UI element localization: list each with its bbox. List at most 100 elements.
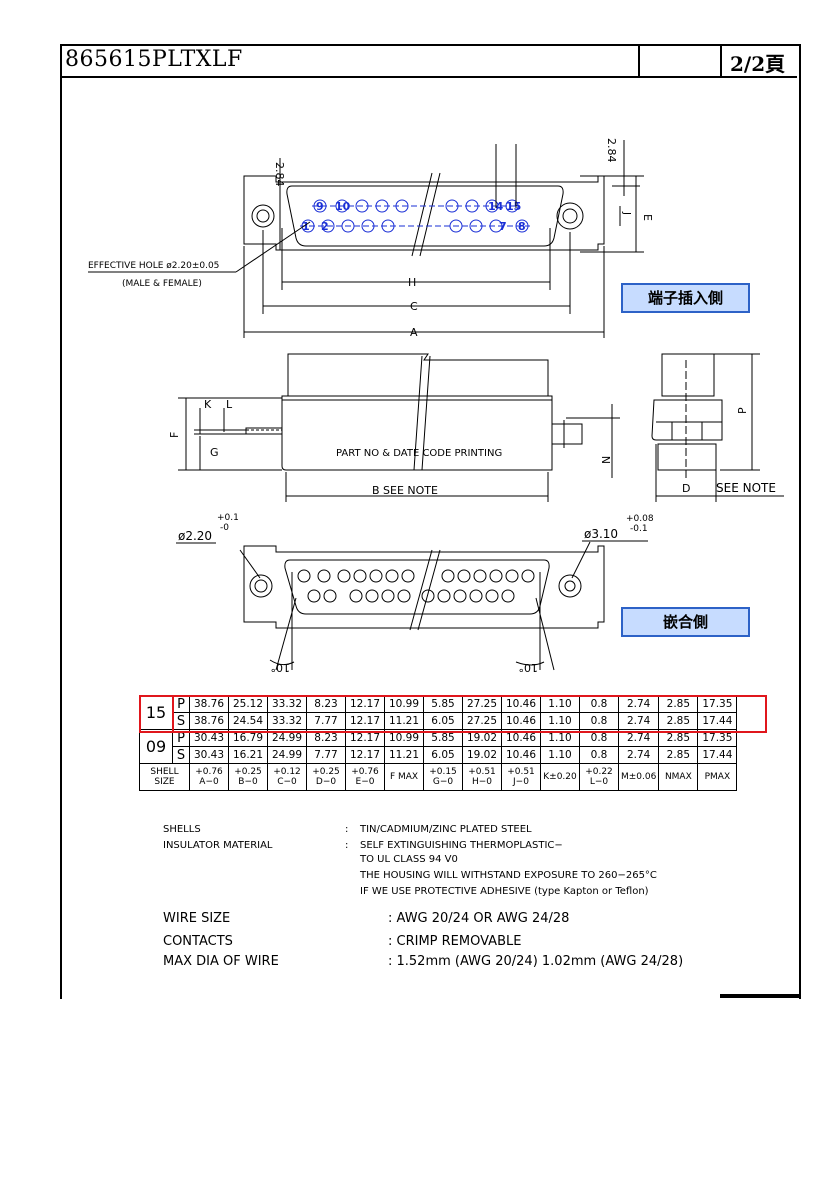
shells-label: SHELLS (163, 824, 201, 835)
type-cell: P (172, 695, 190, 713)
dimension-header: PMAX (697, 763, 738, 791)
table-cell: 2.74 (617, 712, 660, 730)
table-cell: 12.17 (345, 695, 385, 713)
dimension-header: +0.15 G−0 (423, 763, 463, 791)
type-cell: S (172, 746, 190, 764)
pin-10-label: 10 (335, 200, 351, 213)
table-cell: 17.44 (697, 746, 738, 764)
insulator-line-2: TO UL CLASS 94 V0 (360, 854, 458, 865)
dimension-header: NMAX (658, 763, 699, 791)
dim-n-label: N (600, 456, 613, 464)
dim-l-label: L (226, 398, 233, 411)
frame-corner-mark (720, 994, 799, 998)
table-cell: 2.85 (658, 729, 699, 747)
table-cell: 25.12 (228, 695, 268, 713)
printing-note: PART NO & DATE CODE PRINTING (336, 448, 502, 459)
table-cell: 10.99 (384, 695, 424, 713)
b-see-note: B SEE NOTE (372, 484, 438, 497)
table-cell: 27.25 (462, 712, 502, 730)
table-cell: 0.8 (579, 746, 619, 764)
table-cell: 12.17 (345, 746, 385, 764)
table-cell: 12.17 (345, 729, 385, 747)
contacts-value: : CRIMP REMOVABLE (388, 934, 522, 949)
dim-e-label: E (641, 214, 654, 221)
table-cell: 2.85 (658, 695, 699, 713)
dim-h-label: H (408, 276, 416, 289)
table-cell: 24.99 (267, 746, 307, 764)
insulator-line-4: IF WE USE PROTECTIVE ADHESIVE (type Kapt… (360, 886, 649, 897)
table-cell: 27.25 (462, 695, 502, 713)
table-cell: 6.05 (423, 746, 463, 764)
table-footer-row: SHELL SIZE+0.76 A−0+0.25 B−0+0.12 C−0+0.… (139, 763, 738, 791)
table-cell: 0.8 (579, 729, 619, 747)
table-cell: 10.46 (501, 729, 541, 747)
table-cell: 19.02 (462, 746, 502, 764)
table-cell: 33.32 (267, 712, 307, 730)
table-cell: 16.79 (228, 729, 268, 747)
table-cell: 38.76 (189, 712, 229, 730)
hole-left-tol-plus: +0.1 (217, 513, 239, 523)
pin-8-label: 8 (518, 220, 526, 233)
hole-left-callout: ø2.20 (178, 529, 212, 543)
table-cell: 7.77 (306, 712, 346, 730)
mating-side-label: 嵌合側 (621, 607, 750, 637)
connector-drawing: 9 10 14 15 1 2 7 8 2.84 2.84 E J H C (88, 138, 784, 674)
top-view: 9 10 14 15 1 2 7 8 2.84 2.84 E J H C (88, 138, 654, 339)
dim-c-label: C (410, 300, 418, 313)
effective-hole-note: EFFECTIVE HOLE ø2.20±0.05 (88, 261, 219, 271)
shells-value: TIN/CADMIUM/ZINC PLATED STEEL (360, 824, 532, 835)
hole-right-callout: ø3.10 (584, 527, 618, 541)
dim-j-label: J (621, 211, 632, 215)
insulator-label: INSULATOR MATERIAL (163, 840, 273, 851)
dimension-header: +0.22 L−0 (579, 763, 619, 791)
table-cell: 0.8 (579, 695, 619, 713)
type-cell: P (172, 729, 190, 747)
table-cell: 6.05 (423, 712, 463, 730)
table-cell: 1.10 (540, 695, 580, 713)
table-cell: 2.74 (617, 746, 660, 764)
table-cell: 10.46 (501, 746, 541, 764)
table-cell: 12.17 (345, 712, 385, 730)
pin-15-label: 15 (506, 200, 521, 213)
table-cell: 1.10 (540, 712, 580, 730)
max-dia-value: : 1.52mm (AWG 20/24) 1.02mm (AWG 24/28) (388, 954, 684, 969)
table-cell: 2.85 (658, 712, 699, 730)
contacts-label: CONTACTS (163, 934, 233, 949)
shell-size-cell: 15 (139, 695, 173, 730)
dimension-header: +0.76 E−0 (345, 763, 385, 791)
dim-g-label: G (210, 446, 219, 459)
mating-view: ø2.20 +0.1 -0 ø3.10 +0.08 -0.1 10° 10° (176, 513, 654, 674)
pin-2-label: 2 (321, 220, 329, 233)
table-cell: 8.23 (306, 695, 346, 713)
part-number-title: 865615PLTXLF (65, 47, 243, 72)
table-cell: 2.74 (617, 695, 660, 713)
table-cell: 19.02 (462, 729, 502, 747)
table-cell: 33.32 (267, 695, 307, 713)
page-number: 2/2頁 (730, 52, 786, 76)
hole-right-tol-minus: -0.1 (630, 524, 648, 534)
dimension-header: K±0.20 (540, 763, 580, 791)
dim-d-label: D (682, 482, 690, 495)
table-cell: 0.8 (579, 712, 619, 730)
table-cell: 24.99 (267, 729, 307, 747)
pin-1-label: 1 (302, 220, 310, 233)
dimension-header: +0.25 B−0 (228, 763, 268, 791)
table-cell: 10.99 (384, 729, 424, 747)
dimension-header: M±0.06 (617, 763, 660, 791)
dimension-header: +0.12 C−0 (267, 763, 307, 791)
side-view: F K L G N PART NO & DATE CODE PRINTING B… (168, 353, 620, 502)
dimension-header: F MAX (384, 763, 424, 791)
end-view: P D SEE NOTE (651, 353, 784, 502)
dimension-header: +0.76 A−0 (189, 763, 229, 791)
table-cell: 5.85 (423, 729, 463, 747)
shell-size-cell: 09 (139, 729, 173, 764)
table-cell: 5.85 (423, 695, 463, 713)
table-cell: 11.21 (384, 746, 424, 764)
title-divider (638, 44, 640, 76)
wire-size-label: WIRE SIZE (163, 911, 231, 926)
table-cell: 1.10 (540, 746, 580, 764)
table-cell: 7.77 (306, 746, 346, 764)
